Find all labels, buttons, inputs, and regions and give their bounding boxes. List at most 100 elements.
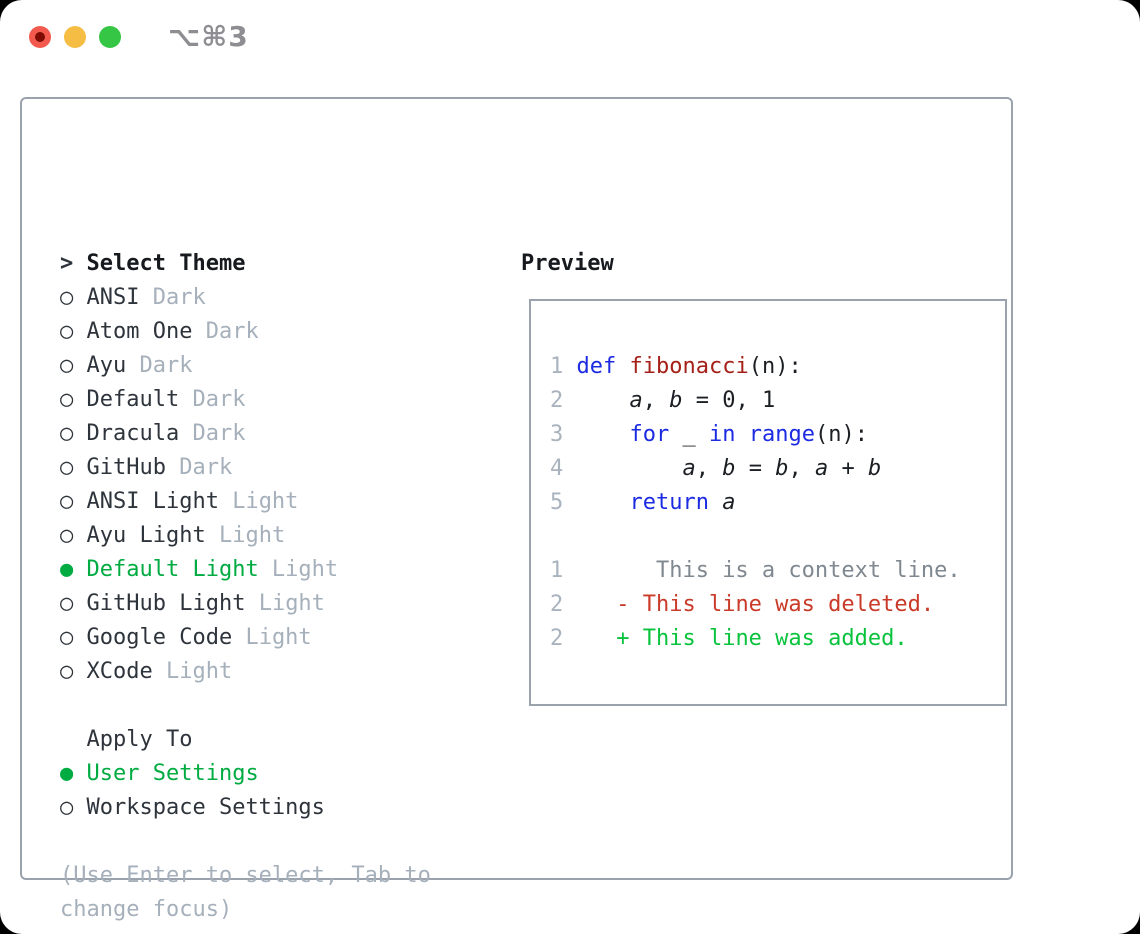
code-token: fibonacci (629, 354, 749, 379)
code-token (709, 490, 722, 515)
minimize-button[interactable] (64, 26, 86, 48)
theme-option[interactable]: ○ ANSI Light Light (60, 485, 431, 519)
apply-to-option[interactable]: ● User Settings (60, 757, 431, 791)
preview-heading: Preview (521, 251, 614, 276)
theme-option[interactable]: ○ Ayu Dark (60, 349, 431, 383)
theme-option[interactable]: ○ ANSI Dark (60, 281, 431, 315)
code-line: 1 This is a context line. (550, 554, 961, 588)
help-text-line-2: change focus) (60, 897, 233, 922)
code-token: + (828, 456, 868, 481)
apply-to-label: Apply To (86, 727, 193, 752)
theme-variant: Dark (165, 455, 233, 480)
code-token: (n): (748, 354, 802, 379)
code-token: , (695, 456, 723, 481)
theme-option[interactable]: ○ Default Dark (60, 383, 431, 417)
code-token: , (642, 388, 670, 413)
code-token: a (629, 388, 643, 413)
code-line: 4 a, b = b, a + b (550, 452, 961, 486)
spacer (550, 524, 563, 549)
title-bar: ⌥⌘3 (0, 0, 1140, 76)
theme-option[interactable]: ○ GitHub Light Light (60, 587, 431, 621)
code-token: in (708, 422, 736, 447)
theme-option[interactable]: ○ XCode Light (60, 655, 431, 689)
radio-icon: ○ (60, 489, 87, 514)
help-text-line-1: (Use Enter to select, Tab to (60, 863, 431, 888)
spacer (60, 689, 431, 723)
line-number: 2 (550, 626, 564, 651)
theme-option[interactable]: ○ Atom One Dark (60, 315, 431, 349)
code-token: = 0, 1 (682, 388, 776, 413)
code-line: 2 + This line was added. (550, 622, 961, 656)
close-button-dot-icon (35, 32, 45, 42)
radio-icon: ○ (60, 421, 87, 446)
code-token (563, 456, 682, 481)
theme-name: Ayu Light (86, 523, 206, 548)
line-number: 1 (550, 558, 564, 583)
theme-variant: Light (232, 625, 312, 650)
line-number: 2 (550, 388, 564, 413)
theme-name: ANSI (86, 285, 140, 310)
code-line: 1 def fibonacci(n): (550, 350, 961, 384)
theme-picker-panel: > Select Theme ○ ANSI Dark○ Atom One Dar… (20, 97, 1013, 922)
code-token: b (722, 456, 736, 481)
apply-to-heading: Apply To (60, 723, 431, 757)
theme-option[interactable]: ● Default Light Light (60, 553, 431, 587)
theme-name: ANSI Light (86, 489, 219, 514)
code-token: a (722, 490, 736, 515)
code-token: + This line was added. (616, 626, 908, 651)
code-token (563, 592, 616, 617)
code-token (563, 490, 629, 515)
radio-icon: ○ (60, 319, 87, 344)
theme-option[interactable]: ○ GitHub Dark (60, 451, 431, 485)
theme-option[interactable]: ○ Google Code Light (60, 621, 431, 655)
theme-option[interactable]: ○ Ayu Light Light (60, 519, 431, 553)
code-line: 3 for _ in range(n): (550, 418, 961, 452)
radio-icon: ○ (60, 285, 87, 310)
code-token: for (629, 422, 670, 447)
code-token (616, 354, 629, 379)
theme-variant: Dark (139, 285, 206, 310)
code-token: b (867, 456, 882, 481)
radio-icon: ● (60, 557, 87, 582)
line-number: 1 (550, 354, 564, 379)
theme-name: XCode (86, 659, 153, 684)
radio-icon: ○ (60, 455, 87, 480)
theme-name: GitHub (86, 455, 166, 480)
code-token: This is a context line. (563, 558, 961, 583)
code-token: a (682, 456, 696, 481)
radio-icon: ● (60, 761, 87, 786)
apply-to-option[interactable]: ○ Workspace Settings (60, 791, 431, 825)
code-token: = (735, 456, 776, 481)
cursor-icon: > (60, 251, 74, 276)
zoom-button[interactable] (99, 26, 121, 48)
radio-icon: ○ (60, 591, 87, 616)
theme-option[interactable]: ○ Dracula Dark (60, 417, 431, 451)
line-number: 2 (550, 592, 564, 617)
theme-name: Atom One (86, 319, 193, 344)
theme-list: > Select Theme ○ ANSI Dark○ Atom One Dar… (60, 247, 431, 927)
code-token: (n): (814, 422, 868, 447)
theme-variant: Light (245, 591, 325, 616)
radio-icon: ○ (60, 625, 87, 650)
preview-pane (529, 299, 1007, 706)
code-token: range (748, 422, 815, 447)
line-number: 4 (550, 456, 564, 481)
code-line: 2 a, b = 0, 1 (550, 384, 961, 418)
close-button[interactable] (29, 26, 51, 48)
code-token: - This line was deleted. (616, 592, 935, 617)
radio-icon: ○ (60, 387, 87, 412)
code-token: b (775, 456, 789, 481)
apply-to-option-label: User Settings (86, 761, 259, 786)
theme-variant: Dark (179, 387, 246, 412)
theme-variant: Light (205, 523, 286, 548)
theme-name: GitHub Light (86, 591, 246, 616)
theme-name: Default (86, 387, 180, 412)
radio-icon: ○ (60, 795, 87, 820)
theme-name: Ayu (86, 353, 127, 378)
theme-variant: Light (258, 557, 339, 582)
code-token: a (814, 456, 829, 481)
radio-icon: ○ (60, 659, 87, 684)
spacer (60, 825, 431, 859)
